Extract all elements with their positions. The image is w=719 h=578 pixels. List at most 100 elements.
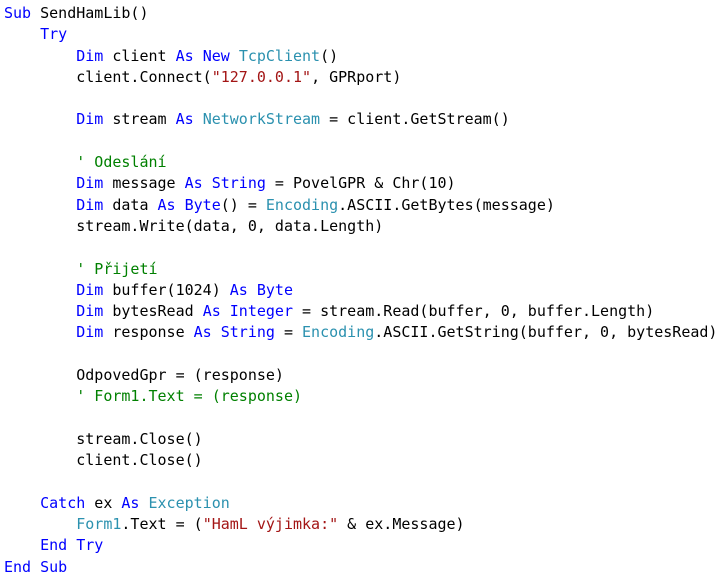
code-line[interactable]: Dim client As New TcpClient() <box>0 46 719 67</box>
keyword-token: Integer <box>229 302 293 321</box>
code-token: ex <box>85 493 122 512</box>
type-token: Encoding <box>265 195 339 214</box>
code-token: data <box>103 195 158 214</box>
code-line[interactable] <box>0 237 719 258</box>
code-token <box>203 174 212 192</box>
code-line[interactable]: Dim data As Byte() = Encoding.ASCII.GetB… <box>0 195 719 216</box>
code-line[interactable] <box>0 88 719 109</box>
keyword-token: End <box>40 536 68 555</box>
keyword-token: Byte <box>256 280 293 299</box>
keyword-token: Dim <box>76 323 104 342</box>
code-token <box>4 260 76 278</box>
type-token: Encoding <box>302 323 375 342</box>
code-token <box>139 494 148 512</box>
code-line[interactable]: Dim response As String = Encoding.ASCII.… <box>0 322 719 343</box>
code-line[interactable]: ' Form1.Text = (response) <box>0 386 719 407</box>
keyword-token: As <box>157 195 176 214</box>
code-token <box>4 281 76 299</box>
keyword-token: Dim <box>76 280 104 299</box>
code-token <box>176 196 185 214</box>
code-token: , GPRport) <box>311 67 402 86</box>
code-token <box>4 174 76 192</box>
keyword-token: As <box>184 174 203 193</box>
code-token: .Text = ( <box>121 515 203 534</box>
code-line[interactable]: ' Přijetí <box>0 259 719 280</box>
keyword-token: Sub <box>40 557 68 576</box>
code-token <box>4 25 40 43</box>
code-token: SendHamLib() <box>31 4 149 22</box>
keyword-token: As <box>175 110 194 129</box>
code-token <box>4 536 40 554</box>
keyword-token: As <box>175 46 194 65</box>
code-line[interactable]: Dim message As String = PovelGPR & Chr(1… <box>0 173 719 194</box>
code-token: bytesRead <box>103 302 203 321</box>
keyword-token: Dim <box>76 174 104 193</box>
keyword-token: As <box>229 280 248 299</box>
code-token <box>4 47 76 65</box>
comment-token: ' Odeslání <box>76 153 167 172</box>
code-token <box>4 196 76 214</box>
code-line[interactable]: End Sub <box>0 557 719 578</box>
keyword-token: End <box>4 557 32 576</box>
code-line[interactable]: ' Odeslání <box>0 152 719 173</box>
keyword-token: As <box>193 323 212 342</box>
code-token <box>194 110 203 128</box>
code-token: = <box>274 323 303 342</box>
code-token <box>194 47 203 65</box>
code-token <box>4 515 76 533</box>
code-line[interactable] <box>0 344 719 365</box>
code-line[interactable]: stream.Write(data, 0, data.Length) <box>0 216 719 237</box>
code-token <box>31 558 40 576</box>
code-token <box>4 153 76 171</box>
code-token: response <box>103 323 194 342</box>
code-line[interactable]: Dim buffer(1024) As Byte <box>0 280 719 301</box>
code-line[interactable]: Dim stream As NetworkStream = client.Get… <box>0 109 719 130</box>
code-line[interactable]: client.Close() <box>0 450 719 471</box>
keyword-token: String <box>211 174 266 193</box>
comment-token: ' Form1.Text = (response) <box>76 387 303 406</box>
code-token: stream.Write(data, 0, data.Length) <box>4 216 384 235</box>
code-line[interactable] <box>0 472 719 493</box>
type-token: Exception <box>148 493 230 512</box>
code-line[interactable]: client.Connect("127.0.0.1", GPRport) <box>0 67 719 88</box>
keyword-token: As <box>121 493 140 512</box>
code-token: stream <box>103 110 176 129</box>
code-line[interactable]: stream.Close() <box>0 429 719 450</box>
code-line[interactable]: Form1.Text = ("HamL výjimka:" & ex.Messa… <box>0 514 719 535</box>
code-token: client.Connect( <box>4 67 212 86</box>
code-token: () = <box>220 195 266 214</box>
code-line[interactable]: End Try <box>0 535 719 556</box>
code-token: message <box>103 174 185 193</box>
code-token: .ASCII.GetString(buffer, 0, bytesRead) <box>374 323 718 342</box>
keyword-token: Catch <box>40 493 86 512</box>
code-token: & ex.Message) <box>338 515 465 534</box>
code-line[interactable]: OdpovedGpr = (response) <box>0 365 719 386</box>
code-token <box>4 494 40 512</box>
code-line[interactable] <box>0 131 719 152</box>
keyword-token: Try <box>76 536 104 555</box>
code-token <box>248 281 257 299</box>
code-token: client.Close() <box>4 451 203 470</box>
code-line[interactable]: Catch ex As Exception <box>0 493 719 514</box>
keyword-token: String <box>220 323 275 342</box>
code-token <box>221 302 230 320</box>
code-token: = stream.Read(buffer, 0, buffer.Length) <box>293 302 655 321</box>
code-line[interactable]: Dim bytesRead As Integer = stream.Read(b… <box>0 301 719 322</box>
code-token: () <box>320 46 339 65</box>
keyword-token: New <box>202 46 230 65</box>
code-line[interactable] <box>0 408 719 429</box>
type-token: NetworkStream <box>202 110 321 129</box>
code-token: buffer(1024) <box>103 280 230 299</box>
keyword-token: As <box>202 302 221 321</box>
code-token: .ASCII.GetBytes(message) <box>338 195 555 214</box>
code-token <box>4 323 76 341</box>
type-token: TcpClient <box>238 46 321 65</box>
code-line[interactable]: Sub SendHamLib() <box>0 3 719 24</box>
string-token: "127.0.0.1" <box>211 67 312 86</box>
code-token <box>4 302 76 320</box>
code-line[interactable]: Try <box>0 24 719 45</box>
keyword-token: Byte <box>184 195 221 214</box>
code-token: = client.GetStream() <box>320 110 510 129</box>
type-token: Form1 <box>76 515 122 534</box>
